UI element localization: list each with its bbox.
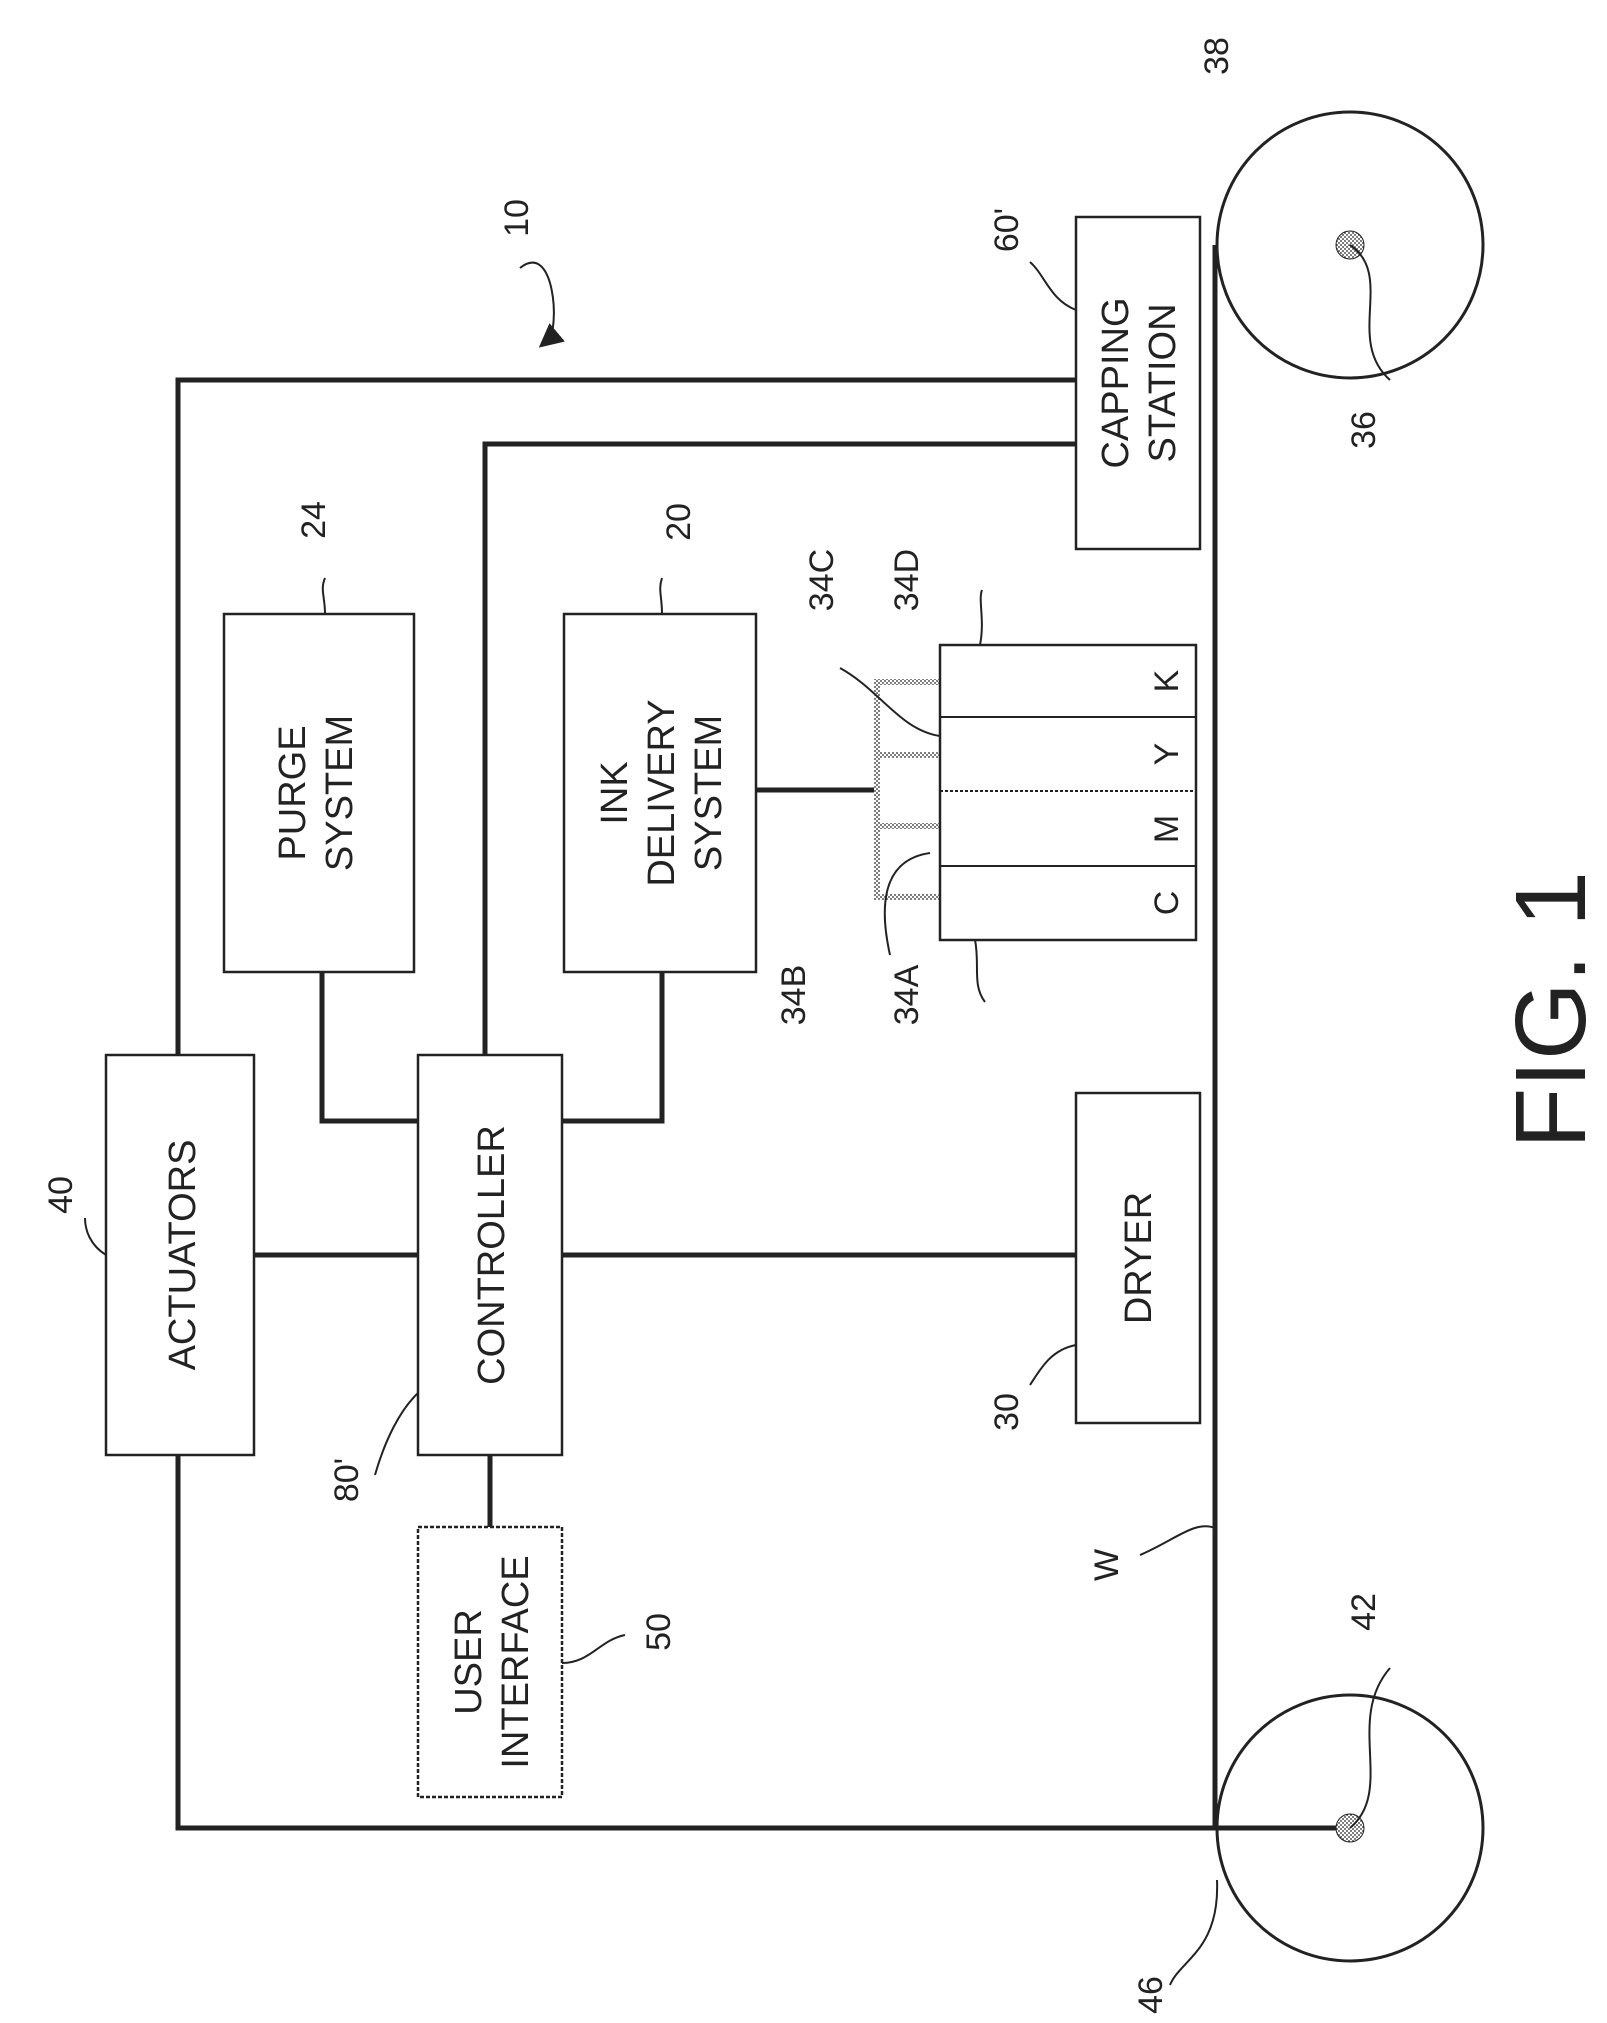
ref-20: 20 — [660, 503, 698, 541]
ref-34b: 34B — [775, 965, 813, 1026]
leader-34d — [980, 590, 982, 645]
user-interface-box — [418, 1527, 562, 1797]
figure-caption: FIG. 1 — [1495, 871, 1607, 1149]
ref-60: 60' — [988, 208, 1026, 252]
purge-controller-line — [322, 972, 418, 1121]
ref-36: 36 — [1345, 411, 1383, 449]
rollers — [1217, 112, 1483, 1961]
leader-30 — [1030, 1345, 1076, 1385]
leader-20 — [660, 578, 662, 614]
dryer-label: DRYER — [1118, 1192, 1160, 1324]
leader-w — [1140, 1526, 1215, 1555]
leader-34c — [840, 668, 940, 736]
leader-36 — [1350, 245, 1390, 380]
ink-manifold — [877, 682, 940, 897]
leader-34b — [885, 853, 930, 955]
ref-38: 38 — [1198, 37, 1236, 75]
blocks — [106, 217, 1200, 1797]
leader-46 — [1170, 1880, 1217, 1985]
leader-60 — [1030, 262, 1076, 310]
ref-24: 24 — [295, 501, 333, 539]
leader-50 — [562, 1635, 625, 1663]
ref-40: 40 — [42, 1176, 80, 1214]
capping-label-line1: CAPPING — [1095, 297, 1137, 468]
ink-label-line2: DELIVERY — [641, 699, 683, 886]
ui-label-line2: INTERFACE — [495, 1555, 537, 1768]
ref-10: 10 — [498, 199, 536, 237]
ref-34d: 34D — [888, 549, 926, 611]
printhead-m-label: M — [1148, 815, 1186, 843]
purge-label-line1: PURGE — [272, 725, 314, 860]
printhead-k-label: K — [1148, 669, 1186, 692]
ref-80: 80' — [328, 1458, 366, 1502]
leader-40 — [85, 1218, 106, 1255]
ref-50: 50 — [640, 1613, 678, 1651]
ink-label-line1: INK — [594, 761, 636, 824]
leader-34a — [975, 940, 985, 1002]
controller-label: CONTROLLER — [471, 1125, 513, 1385]
printhead-c-label: C — [1148, 891, 1186, 916]
ref-w: W — [1088, 1549, 1126, 1581]
leader-42 — [1350, 1668, 1390, 1828]
actuator-line-bottom — [178, 1455, 1350, 1828]
ref-46: 46 — [1132, 1976, 1170, 2014]
ref-34a: 34A — [888, 964, 926, 1025]
leader-80 — [375, 1393, 418, 1475]
ink-label-line3: SYSTEM — [688, 715, 730, 871]
purge-label-line2: SYSTEM — [319, 715, 361, 871]
ref-34c: 34C — [803, 549, 841, 611]
printhead-y-label: Y — [1148, 743, 1186, 766]
leader-24 — [323, 578, 325, 614]
ref-42: 42 — [1345, 1593, 1383, 1631]
ref-30: 30 — [988, 1393, 1026, 1431]
ink-controller-line — [562, 972, 662, 1121]
capping-label-line2: STATION — [1142, 303, 1184, 462]
leader-10 — [520, 263, 554, 340]
ui-label-line1: USER — [448, 1609, 490, 1715]
actuators-label: ACTUATORS — [162, 1140, 204, 1371]
